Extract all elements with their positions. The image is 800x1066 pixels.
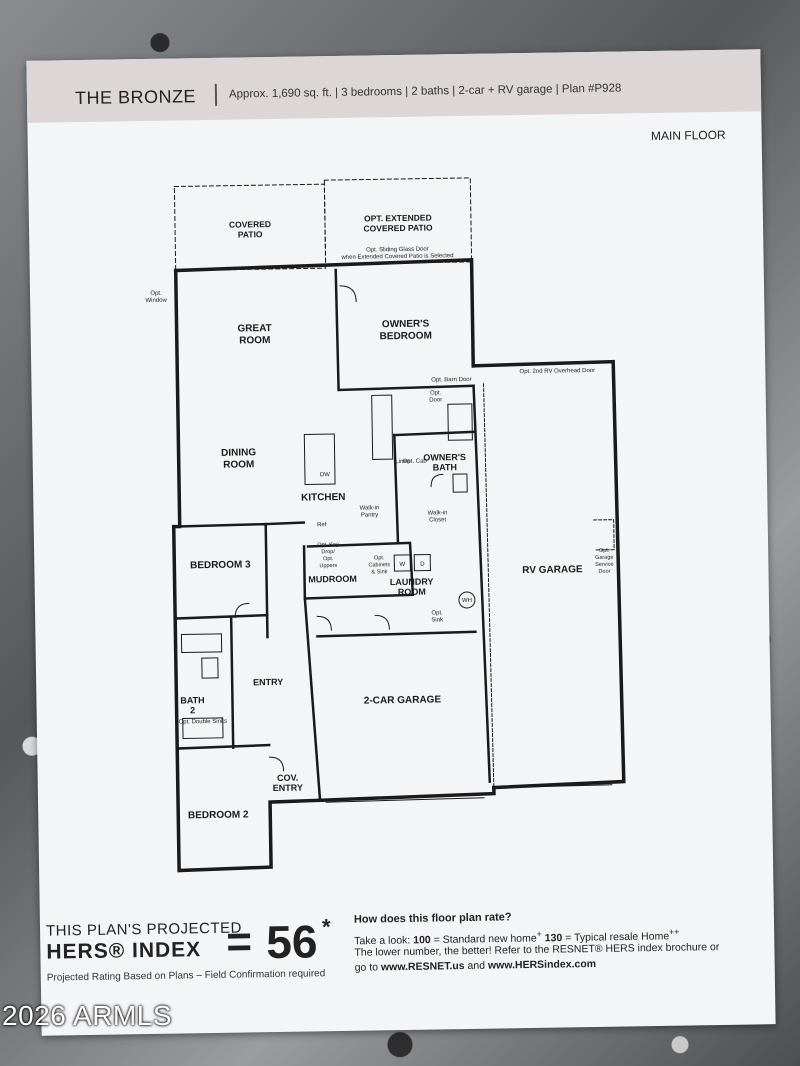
label-cabinets-sink: Opt.Cabinets& Sink <box>368 555 390 575</box>
hers-index-value: 56 <box>265 915 318 969</box>
label-linen: Linen <box>395 459 410 465</box>
floor-plan-sheet: THE BRONZE Approx. 1,690 sq. ft. | 3 bed… <box>26 49 776 1036</box>
door-swings <box>234 285 444 772</box>
room-mudroom: MUDROOM <box>308 574 357 585</box>
room-covered-patio: COVEREDPATIO <box>229 219 271 240</box>
label-dryer: D <box>420 562 425 568</box>
room-extended-patio: OPT. EXTENDEDCOVERED PATIO <box>363 212 433 233</box>
note-opt-door: Opt.Door <box>429 390 442 403</box>
rating-question: How does this floor plan rate? <box>353 911 512 926</box>
note-sliding-door: Opt. Sliding Glass Doorwhen Extended Cov… <box>340 246 453 261</box>
room-kitchen: KITCHEN <box>301 492 346 504</box>
note-barn-door: Opt. Barn Door <box>431 377 471 384</box>
hers-heading: THIS PLAN'S PROJECTED <box>45 919 243 940</box>
room-bedroom-2: BEDROOM 2 <box>188 809 249 821</box>
room-covered-entry: COV.ENTRY <box>273 773 303 793</box>
kitchen-island <box>303 433 336 486</box>
label-opt-cab: Opt. Cab <box>403 459 428 465</box>
room-dining-room: DININGROOM <box>221 447 257 471</box>
label-refrigerator: Ref <box>317 522 327 528</box>
label-walkin-closet: Walk-inCloset <box>428 510 448 523</box>
room-owners-bedroom: OWNER'SBEDROOM <box>379 318 432 342</box>
garage-doors <box>325 519 615 803</box>
label-walkin-pantry: Walk-inPantry <box>360 505 380 518</box>
room-rv-garage: RV GARAGE <box>522 564 583 576</box>
room-owners-bath: OWNER'SBATH <box>423 452 466 473</box>
label-double-sinks: Opt. Double Sinks <box>179 719 227 726</box>
kitchen-counter <box>371 394 394 460</box>
note-opt-window: Opt.Window <box>145 291 167 304</box>
label-water-heater: WH <box>462 598 472 604</box>
room-entry: ENTRY <box>253 677 283 687</box>
note-rv-overhead: Opt. 2nd RV Overhead Door <box>519 368 595 375</box>
hers-equals: = <box>225 917 253 967</box>
hersindex-link[interactable]: www.HERSindex.com <box>487 957 597 972</box>
laundry-appliances <box>393 554 476 609</box>
interior-walls <box>172 268 492 802</box>
label-opt-sink: Opt.Sink <box>431 610 444 623</box>
room-bath-2: BATH2 <box>180 695 205 715</box>
armls-watermark: 2026 ARMLS <box>2 1000 172 1031</box>
garage-divider <box>483 383 495 789</box>
label-garage-service-door: Opt.GarageServiceDoor <box>595 548 614 575</box>
hers-asterisk: * <box>321 914 331 940</box>
room-great-room: GREATROOM <box>237 323 272 347</box>
room-laundry: LAUNDRYROOM <box>390 576 434 597</box>
room-2-car-garage: 2-CAR GARAGE <box>364 694 442 706</box>
resnet-link[interactable]: www.RESNET.us <box>380 960 465 974</box>
hers-index-label: HERS® INDEX <box>46 938 202 964</box>
bath-fixtures <box>180 403 473 739</box>
room-bedroom-3: BEDROOM 3 <box>190 559 251 571</box>
label-washer: W <box>399 562 405 568</box>
label-dishwasher: DW <box>320 472 330 478</box>
floor-plan-drawing: COVEREDPATIO OPT. EXTENDEDCOVERED PATIO … <box>145 177 626 873</box>
label-key-drop: Opt. KeyDrop/Opt.Uppers <box>317 542 339 569</box>
